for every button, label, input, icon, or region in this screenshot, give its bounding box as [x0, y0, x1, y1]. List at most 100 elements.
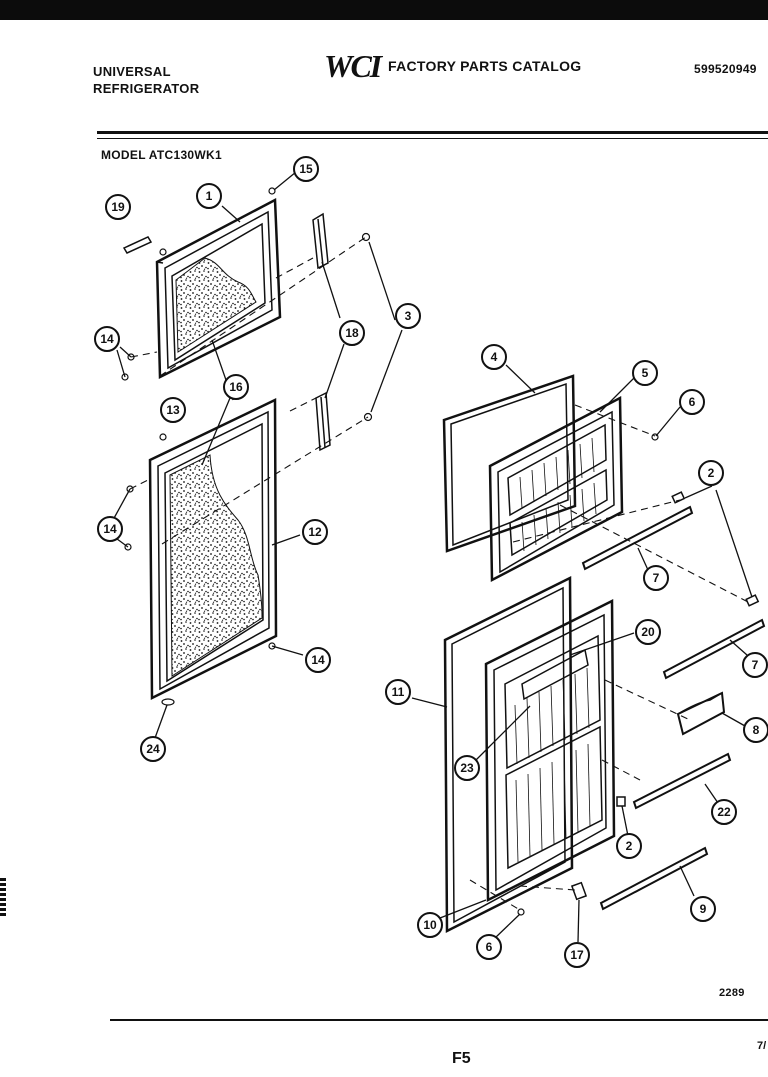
freezer-door-outer: [155, 197, 282, 379]
callout-label: 20: [641, 625, 655, 639]
callout-circle: [711, 799, 737, 825]
callout-label: 12: [308, 525, 322, 539]
callout-label: 4: [491, 350, 498, 364]
callout-14: 14: [97, 516, 123, 542]
callout-circle: [395, 303, 421, 329]
callout-4: 4: [481, 344, 507, 370]
callout-circle: [223, 374, 249, 400]
door-rail-9: [599, 846, 709, 911]
handle-lower: [315, 391, 331, 452]
callout-16: 16: [223, 374, 249, 400]
callout-label: 19: [111, 200, 125, 214]
callout-circle: [305, 647, 331, 673]
callout-6: 6: [679, 389, 705, 415]
callout-label: 10: [423, 918, 437, 932]
callout-label: 17: [570, 948, 584, 962]
callout-circle: [302, 519, 328, 545]
catalog-part-number: 599520949: [694, 62, 757, 76]
freezer-inner-panel: [488, 395, 624, 583]
callout-label: 8: [753, 723, 760, 737]
callout-14: 14: [94, 326, 120, 352]
door-rail-7-lower: [662, 618, 766, 680]
trim-piece-19: [122, 236, 153, 254]
callout-10: 10: [417, 912, 443, 938]
callout-label: 3: [405, 309, 412, 323]
callout-label: 2: [626, 839, 633, 853]
callout-circle: [743, 717, 768, 743]
callout-circle: [417, 912, 443, 938]
callout-label: 2: [708, 466, 715, 480]
fresh-food-door-outer: [148, 398, 278, 701]
callout-label: 7: [653, 571, 660, 585]
callout-label: 14: [103, 522, 117, 536]
fresh-food-gasket: [443, 575, 574, 934]
footer-rule: [110, 1019, 768, 1021]
callout-15: 15: [293, 156, 319, 182]
callout-circle: [690, 896, 716, 922]
callout-circle: [293, 156, 319, 182]
callout-circle: [616, 833, 642, 859]
diagram-code: 2289: [719, 987, 745, 999]
callout-1: 1: [196, 183, 222, 209]
callout-22: 22: [711, 799, 737, 825]
callout-label: 23: [460, 761, 474, 775]
date-fragment: 7/: [757, 1040, 767, 1052]
callout-12: 12: [302, 519, 328, 545]
handle-upper: [312, 212, 329, 270]
callout-circle: [481, 344, 507, 370]
callout-3: 3: [395, 303, 421, 329]
callout-label: 14: [100, 332, 114, 346]
callout-24: 24: [140, 736, 166, 762]
callout-label: 9: [700, 902, 707, 916]
callout-19: 19: [105, 194, 131, 220]
callout-label: 5: [642, 366, 649, 380]
callout-circle: [140, 736, 166, 762]
hinge-pin-17: [570, 881, 588, 901]
freezer-gasket: [442, 374, 577, 553]
callout-circle: [385, 679, 411, 705]
scan-edge-mark: [0, 878, 6, 918]
callout-circle: [742, 652, 768, 678]
brand-line-2: REFRIGERATOR: [93, 81, 200, 96]
callout-circle: [643, 565, 669, 591]
callout-label: 6: [486, 940, 493, 954]
callout-label: 13: [166, 403, 180, 417]
page-number: F5: [452, 1050, 471, 1067]
callout-label: 15: [299, 162, 313, 176]
callout-14: 14: [305, 647, 331, 673]
dairy-door-8: [676, 691, 726, 736]
callout-circle: [632, 360, 658, 386]
callout-20: 20: [635, 619, 661, 645]
callout-label: 11: [392, 685, 405, 699]
catalog-title: FACTORY PARTS CATALOG: [388, 58, 582, 74]
callout-circle: [698, 460, 724, 486]
callout-circle: [564, 942, 590, 968]
callout-circle: [196, 183, 222, 209]
callout-label: 6: [689, 395, 696, 409]
callout-9: 9: [690, 896, 716, 922]
top-border-bar: [0, 0, 768, 20]
callout-23: 23: [454, 755, 480, 781]
header-rule-thin: [97, 138, 768, 139]
callout-13: 13: [160, 397, 186, 423]
callout-2: 2: [616, 833, 642, 859]
callout-circle: [94, 326, 120, 352]
callout-label: 18: [345, 326, 359, 340]
callout-6: 6: [476, 934, 502, 960]
callout-circle: [679, 389, 705, 415]
callout-circle: [339, 320, 365, 346]
callout-label: 14: [311, 653, 325, 667]
callout-2: 2: [698, 460, 724, 486]
callout-circle: [635, 619, 661, 645]
callout-label: 24: [146, 742, 160, 756]
header-rule-thick: [97, 131, 768, 134]
callout-11: 11: [385, 679, 411, 705]
callout-label: 7: [752, 658, 759, 672]
brand-line-1: UNIVERSAL: [93, 64, 171, 79]
callout-label: 16: [229, 380, 243, 394]
callout-18: 18: [339, 320, 365, 346]
callout-5: 5: [632, 360, 658, 386]
callout-7: 7: [742, 652, 768, 678]
callout-label: 22: [717, 805, 731, 819]
